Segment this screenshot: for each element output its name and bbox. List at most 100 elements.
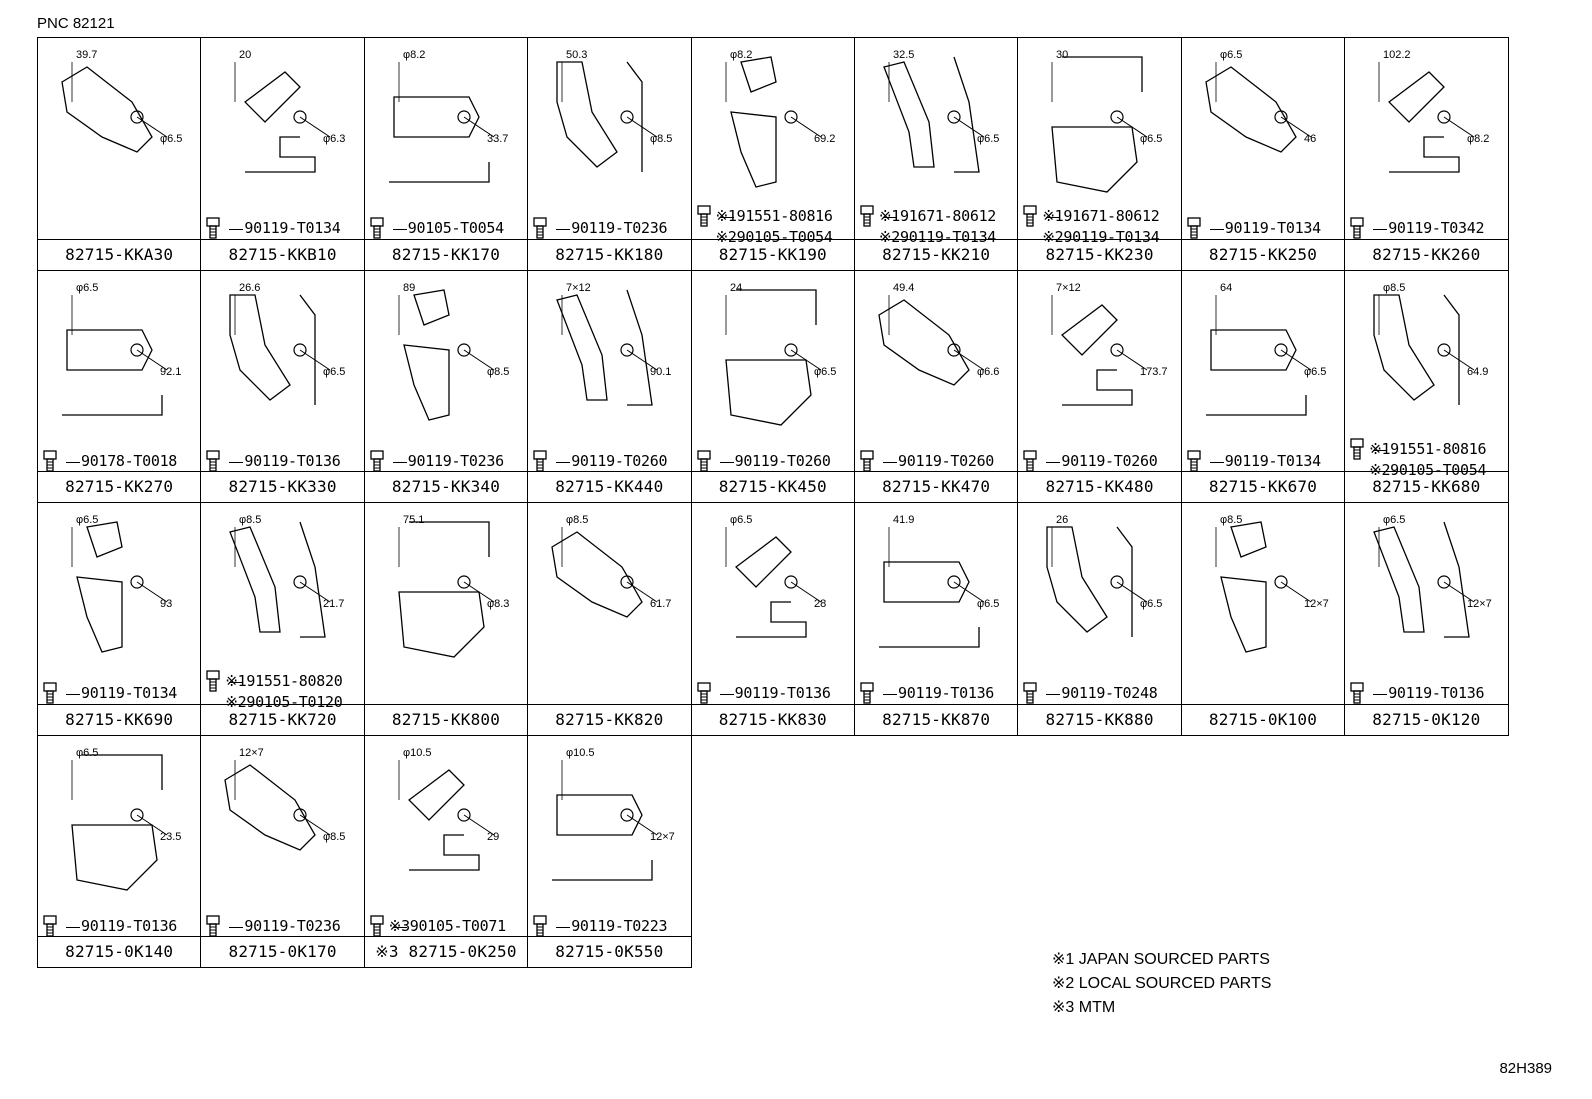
dimension-label: 61.7 (650, 598, 671, 610)
bracket-drawing: 32.5φ6.5 (883, 49, 999, 173)
bracket-outline (1205, 66, 1297, 153)
dimension-label: 89 (403, 282, 415, 294)
dimension-label: φ6.5 (814, 366, 836, 378)
mount-hole (293, 575, 307, 589)
bolt-icon (1023, 682, 1038, 704)
dimension-label: 12×7 (239, 747, 264, 759)
bolt-leader (719, 694, 734, 695)
part-number: 82715-KK880 (1018, 703, 1181, 735)
bracket-drawing: φ6.5 28 (725, 514, 826, 638)
bolt-part-number: 90119-T0236 (407, 451, 504, 470)
bolt-leader (1209, 229, 1224, 230)
bracket-drawing: 7×12 173.7 (1051, 282, 1168, 406)
dimension-label: φ6.5 (1140, 598, 1162, 610)
pnc-label: PNC 82121 (37, 15, 115, 32)
bolt-part-number: ※390105-T0071 (388, 916, 506, 935)
bracket-outline (1205, 328, 1307, 416)
bracket-outline (407, 768, 480, 871)
mount-hole (457, 342, 471, 357)
bolt-icon (533, 449, 547, 472)
leader-line (626, 116, 658, 138)
leader-line (300, 581, 331, 603)
bolt-icon (1187, 449, 1201, 472)
dimension-label: φ8.5 (1220, 514, 1242, 526)
bolt-leader (392, 461, 407, 463)
leader-line (1280, 581, 1312, 603)
dimension-label: 28 (814, 598, 826, 610)
bracket-drawing: 20 φ6.3 (234, 49, 346, 173)
leader-line (136, 814, 168, 835)
bolt-part-number: 90119-T0236 (244, 916, 341, 935)
bracket-outline (556, 61, 643, 172)
bolt-icon (206, 449, 221, 472)
leader-line (1280, 349, 1312, 370)
bolt-leader (66, 461, 80, 463)
note-mtm: ※3 MTM (1052, 999, 1116, 1016)
dimension-label: φ8.2 (730, 49, 752, 61)
mount-hole (1274, 342, 1288, 357)
leader-line (136, 581, 168, 603)
leader-line (953, 116, 985, 138)
bracket-outline (1373, 521, 1470, 638)
part-number: 82715-0K100 (1181, 703, 1345, 735)
mount-hole (620, 342, 634, 357)
part-number: 82715-KK690 (38, 703, 201, 735)
bolt-part-number: 90178-T0018 (81, 451, 178, 470)
dimension-label: 102.2 (1383, 49, 1411, 61)
dimension-label: 33.7 (487, 133, 508, 145)
leader-line (300, 349, 331, 370)
bracket-outline (1373, 293, 1460, 405)
dimension-label: φ8.2 (1467, 133, 1489, 145)
note-japan: ※1 JAPAN SOURCED PARTS (1052, 951, 1270, 968)
bolt-part-number: ※290105-T0054 (715, 228, 833, 246)
dimension-label: 90.1 (650, 366, 671, 378)
bolt-icon (860, 205, 874, 227)
bracket-drawing: φ8.521.7 (229, 514, 345, 638)
dimension-label: 92.1 (160, 366, 181, 378)
dimension-label: 20 (239, 49, 251, 61)
dimension-label: φ8.5 (650, 133, 672, 145)
dimension-label: φ8.5 (566, 514, 588, 526)
mount-hole (1110, 342, 1124, 357)
bolt-part-number: 90119-T0136 (734, 684, 831, 702)
dimension-label: 173.7 (1140, 366, 1168, 378)
mount-hole (130, 807, 144, 822)
bolt-leader (1373, 229, 1388, 230)
bolt-part-number: 90119-T0136 (244, 451, 341, 470)
part-number: 82715-KKA30 (38, 238, 201, 270)
dimension-label: φ6.5 (1383, 514, 1405, 526)
bracket-drawing: φ10.529 (398, 747, 499, 871)
bracket-outline (729, 56, 777, 188)
dimension-label: φ6.3 (323, 133, 345, 145)
mount-hole (620, 575, 634, 589)
bolt-part-number: 90119-T0136 (1388, 684, 1485, 702)
dimension-label: φ6.5 (730, 514, 752, 526)
dimension-label: 32.5 (893, 49, 914, 61)
bracket-drawing: φ6.546 (1205, 49, 1316, 153)
bolt-leader (719, 217, 734, 218)
bolt-part-number: 90119-T0134 (1224, 219, 1321, 237)
dimension-label: 24 (730, 282, 742, 294)
bracket-outline (1051, 56, 1144, 193)
dimension-label: 7×12 (1056, 282, 1081, 294)
bolt-leader (66, 926, 80, 928)
bolt-icon (1350, 217, 1364, 239)
bracket-outline (229, 293, 317, 405)
leader-line (1117, 581, 1148, 603)
mount-hole (1274, 110, 1288, 124)
mount-hole (293, 110, 307, 124)
dimension-label: φ6.6 (977, 366, 999, 378)
bracket-outline (556, 289, 653, 406)
leader-line (463, 814, 495, 835)
bolt-leader (1046, 217, 1061, 218)
